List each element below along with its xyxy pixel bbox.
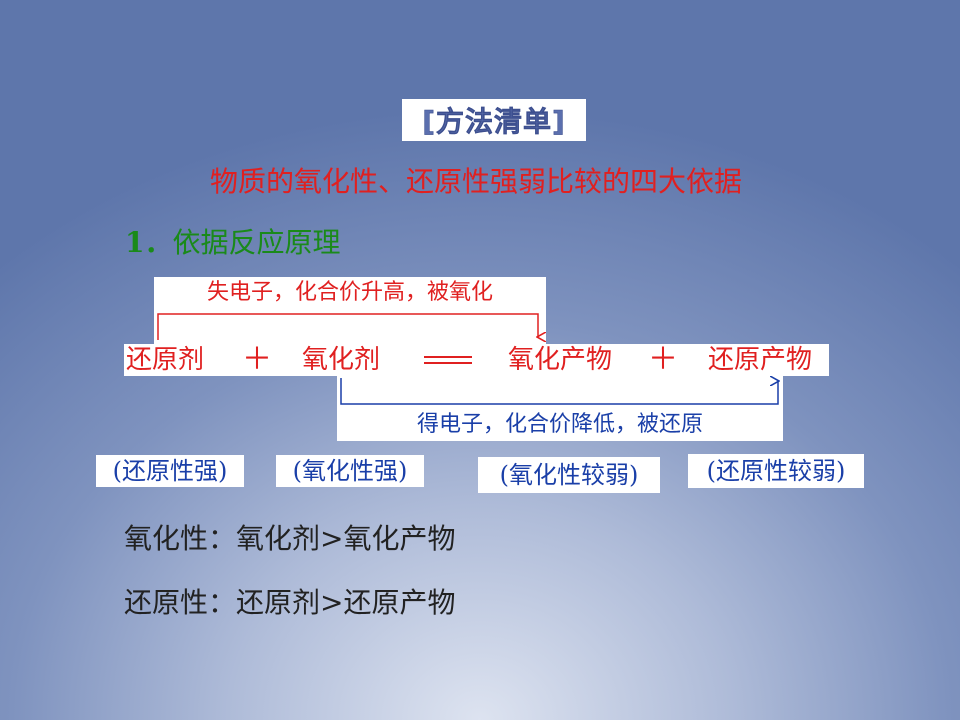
equals-sign: [424, 356, 472, 364]
conclusion-oxidizing: 氧化性：氧化剂>氧化产物: [124, 522, 456, 555]
label-oxidant-strength: (氧化性强): [276, 455, 424, 487]
term-oxidant: 氧化剂: [302, 345, 381, 375]
point-heading: 1．依据反应原理: [125, 221, 341, 261]
point-number: 1．: [125, 226, 173, 259]
term-reduction-product: 还原产物: [708, 345, 813, 375]
label-reductant-strength: (还原性强): [96, 455, 244, 487]
plus-sign: ＋: [242, 342, 272, 377]
term-reductant: 还原剂: [126, 345, 205, 375]
subtitle: 物质的氧化性、还原性强弱比较的四大依据: [210, 165, 743, 198]
label-reduction-product-strength: (还原性较弱): [688, 454, 864, 488]
conclusion-reducing: 还原性：还原剂>还原产物: [124, 586, 456, 619]
electron-gain-note: 得电子，化合价降低，被还原: [337, 409, 783, 441]
reaction-equation: 还原剂 ＋ 氧化剂 氧化产物 ＋ 还原产物: [124, 344, 829, 376]
point-title: 依据反应原理: [172, 226, 341, 259]
label-oxidation-product-strength: (氧化性较弱): [478, 457, 660, 493]
reduction-arrow: [340, 378, 778, 405]
electron-loss-note: 失电子，化合价升高，被氧化: [154, 277, 546, 309]
oxidation-arrow: [157, 313, 538, 340]
top-arrow-backdrop: [154, 309, 546, 344]
plus-sign: ＋: [648, 342, 678, 377]
section-badge: [方法清单]: [402, 99, 586, 141]
term-oxidation-product: 氧化产物: [508, 345, 613, 375]
